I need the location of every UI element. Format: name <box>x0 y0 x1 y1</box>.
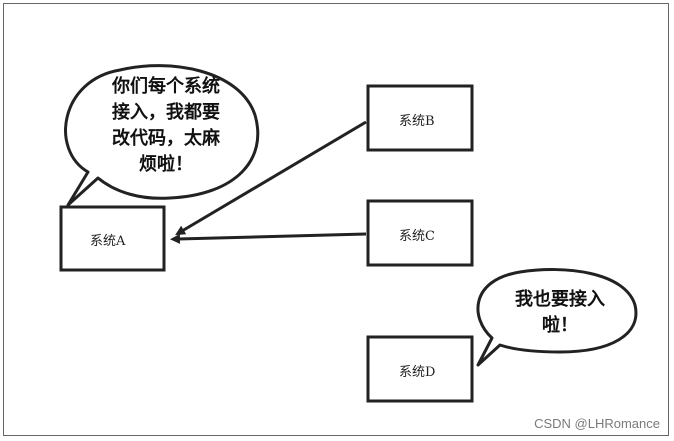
system-d-label: 系统D <box>399 365 436 380</box>
system-c-label: 系统C <box>399 229 435 244</box>
system-a-box <box>59 205 166 272</box>
arrow-c-to-a <box>170 232 367 244</box>
speech-bubble-a-text: 你们每个系统 接入，我都要 改代码，太麻 烦啦！ <box>86 74 246 178</box>
bubble-a-line-2: 接入，我都要 <box>112 102 220 123</box>
system-b-box <box>366 84 474 152</box>
speech-bubble-a-shape <box>64 64 260 207</box>
bubble-d-line-2: 啦！ <box>542 315 578 336</box>
arrow-b-to-a <box>175 120 367 236</box>
diagram-frame <box>3 3 669 436</box>
system-a-label: 系统A <box>90 234 126 249</box>
bubble-a-line-1: 你们每个系统 <box>112 76 220 97</box>
system-c-box <box>366 199 474 267</box>
system-b-label: 系统B <box>399 114 435 129</box>
bubble-a-line-3: 改代码，太麻 <box>112 128 220 149</box>
speech-bubble-d-shape <box>476 268 638 367</box>
watermark: CSDN @LHRomance <box>534 416 660 431</box>
bubble-a-line-4: 烦啦！ <box>139 154 193 175</box>
system-d-box <box>366 335 474 403</box>
speech-bubble-d-text: 我也要接入 啦！ <box>490 287 630 339</box>
bubble-d-line-1: 我也要接入 <box>515 289 605 310</box>
